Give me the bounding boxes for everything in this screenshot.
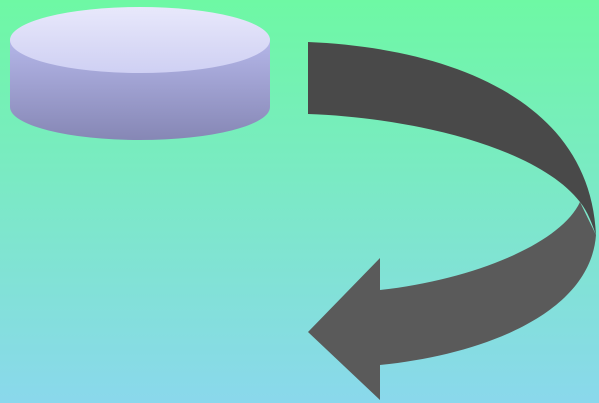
disk-cylinder-shape: [10, 7, 270, 140]
cylinder-top: [10, 7, 270, 73]
